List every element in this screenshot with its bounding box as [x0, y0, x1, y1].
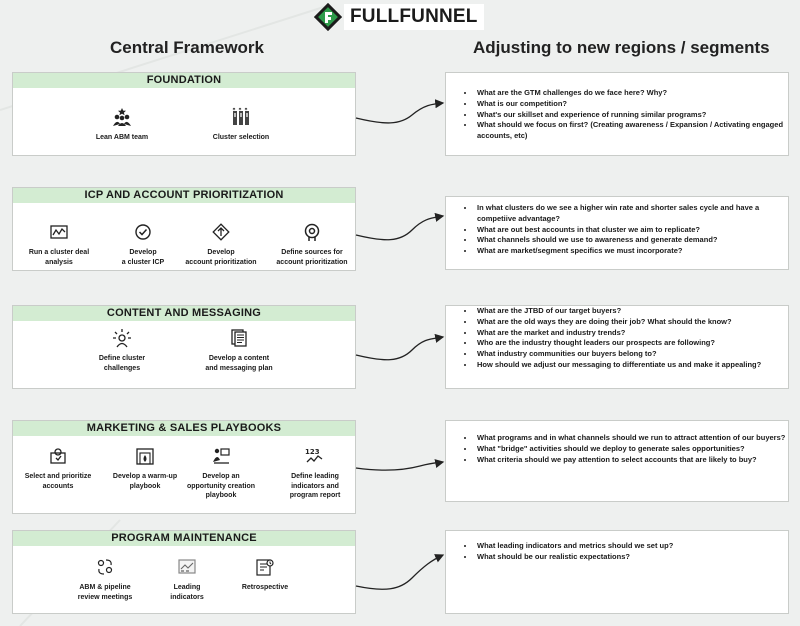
questions-playbooks: What programs and in what channels shoul…: [445, 420, 789, 502]
question-item: What leading indicators and metrics shou…: [475, 541, 788, 552]
question-item: What "bridge" activities should we deplo…: [475, 444, 788, 455]
svg-text:123: 123: [305, 448, 320, 456]
item-label: Cluster selection: [212, 134, 270, 141]
question-item: What programs and in what channels shoul…: [475, 433, 788, 444]
right-column-heading: Adjusting to new regions / segments: [473, 38, 770, 57]
logo-wordmark: FULLFUNNEL: [344, 4, 484, 30]
item-cluster-selection: Cluster selection: [203, 107, 279, 143]
priority-icon: [212, 223, 230, 241]
section-title: FOUNDATION: [13, 73, 355, 88]
question-item: What should we focus on first? (Creating…: [475, 120, 788, 142]
opportunity-icon: [213, 448, 230, 464]
section-title: ICP AND ACCOUNT PRIORITIZATION: [13, 188, 355, 203]
question-item: What are the JTBD of our target buyers?: [475, 306, 788, 317]
dashboard-icon: [178, 559, 196, 574]
question-item: What should be our realistic expectation…: [475, 552, 788, 563]
section-title: CONTENT AND MESSAGING: [13, 306, 355, 321]
questions-foundation: What are the GTM challenges do we face h…: [445, 72, 789, 156]
question-item: What are the GTM challenges do we face h…: [475, 88, 788, 99]
chart-icon: [50, 225, 68, 239]
retrospective-icon: [256, 559, 274, 576]
documents-icon: [231, 329, 247, 347]
clusters-icon: [232, 107, 249, 125]
select-icon: [50, 448, 66, 464]
question-item: What are the market and industry trends?: [475, 328, 788, 339]
question-item: What is our competition?: [475, 99, 788, 110]
question-item: What's our skillset and experience of ru…: [475, 110, 788, 121]
check-circle-icon: [135, 224, 151, 240]
question-item: Who are the industry thought leaders our…: [475, 338, 788, 349]
section-title: MARKETING & SALES PLAYBOOKS: [13, 421, 355, 436]
question-item: What are the old ways they are doing the…: [475, 317, 788, 328]
question-item: In what clusters do we see a higher win …: [475, 203, 788, 225]
section-icp-and-account-prioritization: ICP AND ACCOUNT PRIORITIZATION Run a clu…: [12, 187, 356, 271]
fullfunnel-logo-icon: [314, 3, 342, 31]
left-column-heading: Central Framework: [110, 38, 264, 57]
section-title: PROGRAM MAINTENANCE: [13, 531, 355, 546]
question-item: What criteria should we pay attention to…: [475, 455, 788, 466]
fireplace-icon: [136, 448, 154, 465]
question-item: What are out best accounts in that clust…: [475, 225, 788, 236]
item-label: Retrospective: [241, 584, 289, 591]
meeting-icon: [97, 559, 113, 575]
questions-maintenance: What leading indicators and metrics shou…: [445, 530, 789, 614]
challenges-icon: [113, 329, 131, 348]
question-item: What are market/segment specifics we mus…: [475, 246, 788, 257]
indicators-icon: 123: [305, 448, 323, 463]
item-retrospective: Retrospective: [235, 557, 295, 593]
questions-icp: In what clusters do we see a higher win …: [445, 196, 789, 270]
section-marketing-sales-playbooks: MARKETING & SALES PLAYBOOKS Select and p…: [12, 420, 356, 514]
question-item: What industry communities our buyers bel…: [475, 349, 788, 360]
question-item: What channels should we use to awareness…: [475, 235, 788, 246]
item-label: Lean ABM team: [95, 134, 149, 141]
team-icon: [113, 108, 131, 126]
question-item: How should we adjust our messaging to di…: [475, 360, 788, 371]
item-lean-abm-team: Lean ABM team: [87, 107, 157, 143]
questions-content: What are the JTBD of our target buyers? …: [445, 305, 789, 389]
section-foundation: FOUNDATION Lean ABM team Cluster selecti…: [12, 72, 356, 156]
sources-icon: [304, 223, 320, 241]
brand-logo: FULLFUNNEL: [314, 2, 484, 32]
